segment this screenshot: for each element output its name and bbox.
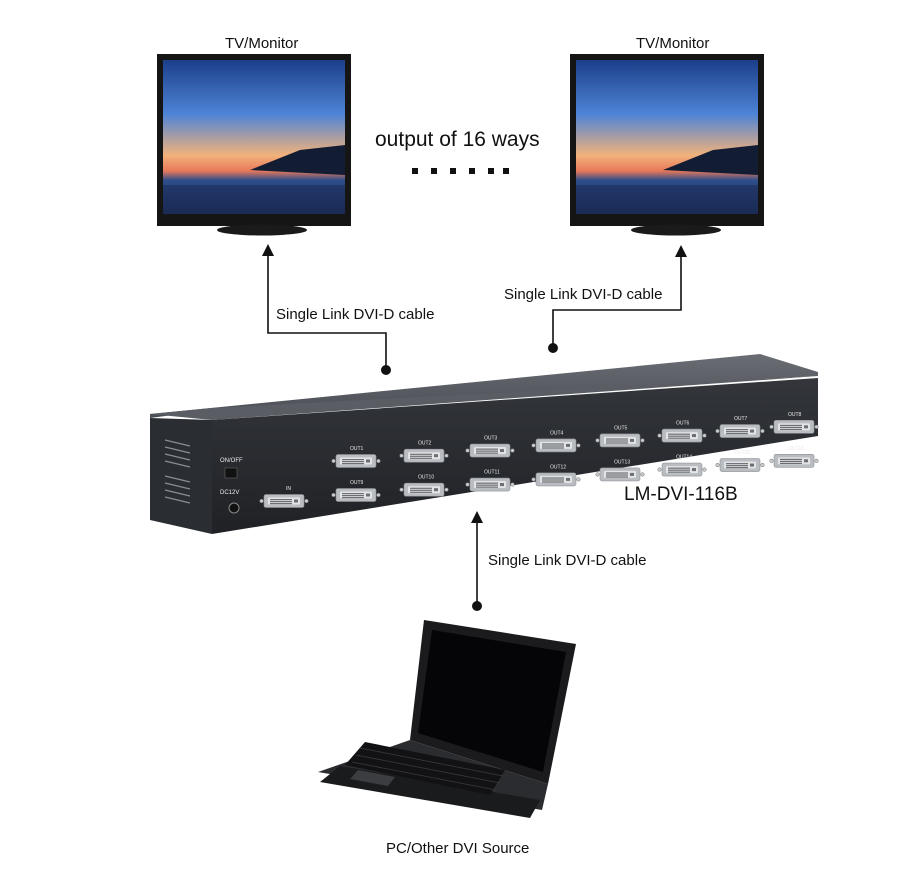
dvi-port-out7	[715, 424, 765, 439]
dvi-port-out11	[465, 477, 515, 492]
port-label-out3: OUT3	[484, 436, 498, 442]
dvi-port-out10	[399, 482, 449, 497]
port-label-in: IN	[286, 486, 291, 492]
monitor-left-label: TV/Monitor	[225, 35, 299, 52]
port-label-out2: OUT2	[418, 441, 432, 447]
dvi-port-out4	[531, 438, 581, 453]
output-note: output of 16 ways	[375, 128, 540, 151]
arrow-up-left	[262, 244, 274, 256]
cable-left-label: Single Link DVI-D cable	[276, 306, 435, 323]
connector-right	[552, 256, 682, 348]
port-label-out10: OUT10	[418, 475, 434, 481]
dvi-port-out8	[769, 419, 819, 434]
port-label-out13: OUT13	[614, 459, 630, 465]
port-label-out8: OUT8	[788, 412, 802, 418]
dvi-port-out9	[331, 488, 381, 502]
dvi-port-out5	[595, 433, 645, 448]
power-switch	[224, 467, 238, 479]
port-label-out16: OUT16	[788, 446, 804, 452]
port-label-out4: OUT4	[550, 430, 564, 436]
power-jack	[228, 502, 240, 514]
port-label-out12: OUT12	[550, 464, 566, 470]
tv-monitor-icon	[157, 54, 351, 236]
dvi-splitter-device: ON/OFF DC12V IN OUT1 OUT2 OUT3 OUT4 OUT5 OUT6…	[150, 354, 819, 534]
dvi-port-in	[259, 494, 309, 508]
connector-left	[267, 254, 387, 370]
power-jack-label: DC12V	[220, 490, 239, 496]
port-label-out7: OUT7	[734, 416, 748, 422]
device-model-label: LM-DVI-116B	[624, 484, 738, 505]
dvi-port-out3	[465, 443, 515, 458]
dot-left	[381, 365, 391, 375]
dot-input	[472, 601, 482, 611]
power-switch-label: ON/OFF	[220, 458, 243, 464]
arrow-up-input	[471, 511, 483, 523]
dvi-port-out14	[657, 462, 707, 477]
dvi-port-out6	[657, 428, 707, 443]
monitor-right-label: TV/Monitor	[636, 35, 710, 52]
laptop-icon	[318, 620, 576, 818]
arrow-up-right	[675, 245, 687, 257]
source-label: PC/Other DVI Source	[386, 840, 530, 857]
port-label-out5: OUT5	[614, 425, 628, 431]
dvi-port-out13	[595, 467, 645, 482]
cable-right-label: Single Link DVI-D cable	[504, 286, 663, 303]
dvi-port-out2	[399, 448, 449, 463]
port-label-out15: OUT15	[734, 450, 750, 456]
port-label-out14: OUT14	[676, 455, 692, 461]
cable-input-label: Single Link DVI-D cable	[488, 552, 647, 569]
dvi-port-out12	[531, 472, 581, 487]
port-label-out11: OUT11	[484, 470, 500, 476]
dvi-port-out15	[715, 458, 765, 473]
dot-right	[548, 343, 558, 353]
port-label-out1: OUT1	[350, 446, 364, 452]
port-label-out6: OUT6	[676, 421, 690, 427]
dvi-port-out1	[331, 454, 381, 468]
ellipsis-dots	[412, 168, 509, 174]
tv-monitor-icon	[570, 54, 764, 236]
dvi-port-out16	[769, 453, 819, 468]
port-label-out9: OUT9	[350, 480, 364, 486]
